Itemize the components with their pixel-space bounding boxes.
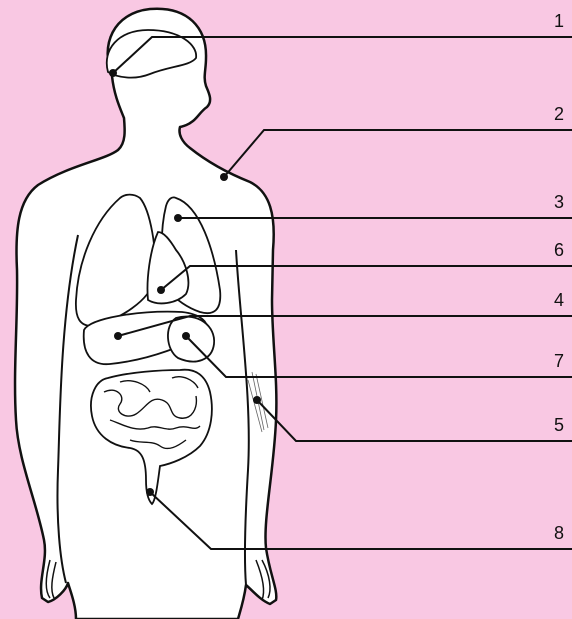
label-8: 8: [554, 523, 564, 543]
label-4: 4: [554, 290, 564, 310]
marker-brain: [109, 69, 117, 77]
marker-heart: [157, 286, 165, 294]
leader-line-2: [224, 130, 572, 177]
label-5: 5: [554, 415, 564, 435]
marker-skin: [220, 173, 228, 181]
label-7: 7: [554, 351, 564, 371]
marker-intestines: [146, 488, 154, 496]
label-2: 2: [554, 104, 564, 124]
marker-muscle: [253, 396, 261, 404]
label-3: 3: [554, 192, 564, 212]
label-1: 1: [554, 11, 564, 31]
label-6: 6: [554, 240, 564, 260]
marker-lungs: [174, 214, 182, 222]
marker-stomach: [182, 332, 190, 340]
marker-liver: [114, 332, 122, 340]
leader-line-5: [257, 400, 572, 441]
